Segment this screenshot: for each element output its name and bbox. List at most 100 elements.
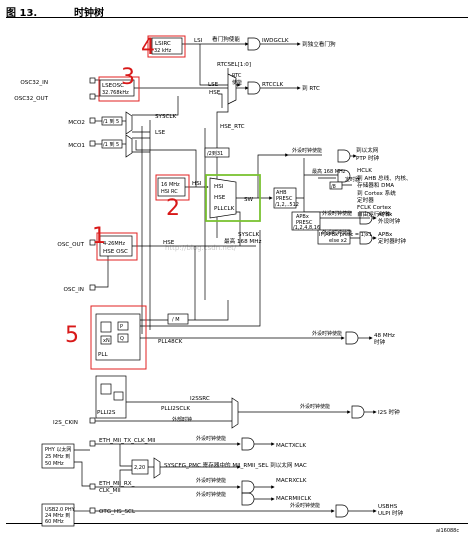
annotation-number-4: 4	[141, 35, 155, 60]
pll48-gate	[345, 331, 359, 345]
lseosc-freq: 32.768kHz	[102, 90, 129, 96]
pll-q: Q	[120, 336, 124, 342]
plli2s-label: PLLI2S	[97, 410, 116, 416]
pll-div-p	[117, 321, 129, 331]
ahb-presc: PRESC	[276, 196, 293, 202]
fclk-label: FCLK Cortex	[357, 205, 392, 211]
phy-eth-1: PHY 以太网	[45, 446, 71, 453]
eth-mii-rx-label-2: CLK_MII	[99, 488, 121, 494]
iwdg-target: 到独立看门狗	[302, 40, 336, 48]
i2s-mux	[231, 397, 239, 429]
ahb-range: /1,2,..512	[275, 202, 299, 208]
apbx-gate-2	[359, 231, 373, 245]
div-m	[167, 313, 189, 325]
hseosc-freq: 4-26MHz	[103, 241, 125, 247]
mco2-div-label: /1 到 5	[103, 118, 119, 125]
signal-hse: HSE	[163, 240, 175, 246]
i2s-gate	[351, 405, 365, 419]
hclk-desc-2: 存储器和 DMA	[357, 181, 394, 189]
eth-mii-rx-label-1: ETH_MII_RX_	[99, 481, 135, 487]
signal-lsi: LSI	[194, 38, 203, 44]
figure-number: 图 13.	[6, 8, 38, 19]
figure-title: 时钟树	[74, 8, 104, 19]
annotation-number-2: 2	[166, 196, 180, 221]
watermark: http://blog.csdn.net/	[165, 244, 237, 252]
macrmiiclk-label: MACRMIICLK	[276, 496, 311, 502]
pll-label: PLL	[98, 352, 108, 358]
pin-mco1: MCO1	[68, 140, 96, 149]
phy-usb-1: USB2.0 PHY	[45, 507, 76, 513]
phy-eth-3: 50 MHz	[45, 461, 64, 467]
pin-osc32-out: OSC32_OUT	[14, 93, 96, 102]
cortex-timer-b: 到 Cortex 系统	[357, 189, 396, 197]
i2s-enable: 外设时钟使能	[300, 403, 330, 410]
div-8	[329, 181, 343, 190]
pin-mco2-label: MCO2	[68, 120, 85, 126]
signal-hse-upper: HSE	[209, 90, 221, 96]
pin-osc-out-label: OSC_OUT	[57, 242, 84, 248]
ulpi-clock-label: ULPI 时钟	[378, 509, 404, 517]
phy-usb-2: 24 MHz 到	[45, 512, 70, 519]
pin-otg-hs-scl-label: OTG_HS_SCL	[99, 509, 136, 515]
div-2-20-label: 2,20	[134, 465, 145, 471]
pll-p: P	[120, 324, 123, 330]
pin-mco1-label: MCO1	[68, 143, 85, 149]
max-168-b: 最高 168 MHz	[224, 237, 261, 245]
macrmii-gate	[241, 492, 255, 506]
annotation-box-lsi	[147, 35, 186, 58]
apbx-row1-enable: 外设时钟使能	[322, 210, 352, 217]
annotation-box-lse	[98, 76, 140, 102]
annotation-number-3: 3	[121, 65, 135, 90]
macrxclk-label: MACRXCLK	[276, 478, 307, 484]
hclk-label: HCLK	[357, 168, 372, 174]
max-168-a: 最高 168 MHz	[312, 168, 346, 175]
mco1-div-label: /1 到 5	[103, 141, 119, 148]
macrx-gate	[241, 480, 255, 494]
apbx-row2-label: APBx	[378, 232, 393, 238]
pin-mco2: MCO2	[68, 117, 96, 126]
sw-hse: HSE	[214, 195, 226, 201]
usbhs-gate	[335, 504, 349, 518]
pll-vco	[100, 321, 112, 333]
div-8-label: /8	[331, 184, 336, 190]
sw-pllclk: PLLCLK	[214, 206, 235, 212]
apbx-mult-1: IF(APBx presc = 1)x1	[319, 232, 372, 238]
hsirc-freq: 16 MHz	[161, 182, 180, 188]
mco2-mux	[125, 111, 133, 135]
hclk-desc-1: 到 AHB 总线、内核、	[357, 174, 412, 182]
mco1-mux	[125, 134, 133, 158]
rtcsel-label: RTCSEL[1:0]	[217, 62, 251, 68]
apbx-presc: PRESC	[296, 220, 313, 226]
pll-div-n	[100, 335, 112, 345]
pll48-freq: 48 MHz	[374, 333, 395, 339]
figure-code: ai16088c	[436, 528, 459, 534]
lseosc-label: LSEOSC	[102, 83, 124, 89]
pll-div-q	[117, 333, 129, 343]
rtcclk-label: RTCCLK	[262, 82, 283, 88]
annotation-number-1: 1	[92, 224, 106, 249]
phy-usb	[41, 503, 75, 527]
rtc-mux	[227, 73, 237, 105]
pin-i2s-ckin: I2S_CKIN	[53, 417, 96, 426]
signal-sysclk-b: SYSCLK	[238, 232, 260, 238]
apbx-gate-1	[359, 211, 373, 225]
apbx-range: /1,2,4,8,16	[293, 225, 320, 231]
plli2sclk-label: PLLI2SCLK	[161, 406, 190, 412]
apbx-row1-label: APBx	[378, 212, 393, 218]
annotation-box-hsi	[155, 174, 190, 201]
pin-osc32-out-label: OSC32_OUT	[14, 96, 48, 102]
pin-osc-in: OSC_IN	[64, 284, 96, 293]
signal-hse-rtc: HSE_RTC	[220, 124, 245, 130]
apbx-prescaler	[291, 211, 321, 231]
annotation-box-pll	[90, 305, 147, 370]
hclk-gate	[337, 169, 351, 183]
macrx-enable: 外设时钟使能	[196, 477, 226, 484]
phy-eth-2: 25 MHz 到	[45, 453, 70, 460]
pin-osc32-in-label: OSC32_IN	[20, 80, 48, 86]
signal-lse-2: LSE	[155, 130, 166, 136]
plli2s-div	[113, 391, 124, 401]
bottom-rule	[6, 523, 468, 524]
plli2s-vco	[100, 383, 112, 395]
top-rule	[6, 17, 468, 18]
pin-osc-in-label: OSC_IN	[64, 287, 85, 293]
